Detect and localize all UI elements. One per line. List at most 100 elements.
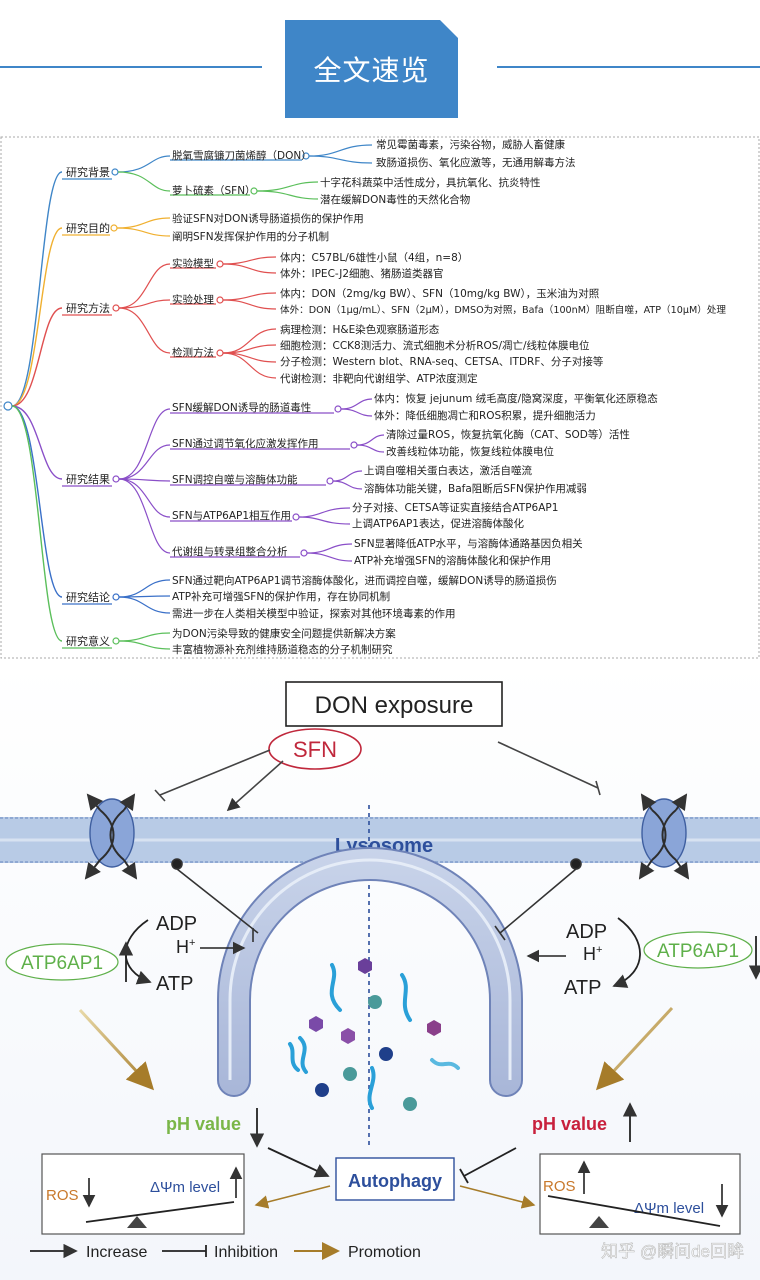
lysosome-shape bbox=[217, 847, 523, 1097]
significance-item-2: 丰富植物源补充剂维持肠道稳态的分子机制研究 bbox=[172, 643, 393, 656]
legend-inhibition: Inhibition bbox=[214, 1244, 278, 1261]
detection-item-4: 代谢检测：非靶向代谢组学、ATP浓度测定 bbox=[280, 372, 478, 385]
result-2-item-2: 改善线粒体功能，恢复线粒体膜电位 bbox=[386, 445, 554, 458]
result-3-item-1: 上调自噬相关蛋白表达，激活自噬流 bbox=[364, 464, 532, 477]
result-4-node: SFN与ATP6AP1相互作用 bbox=[172, 509, 291, 522]
sfn-item-2: 潜在缓解DON毒性的天然化合物 bbox=[320, 193, 470, 206]
atp6ap1-pins bbox=[171, 858, 582, 942]
left-h: H bbox=[176, 937, 189, 957]
result-4-item-2: 上调ATP6AP1表达，促进溶酶体酸化 bbox=[352, 517, 524, 530]
result-2-item-1: 清除过量ROS，恢复抗氧化酶（CAT、SOD等）活性 bbox=[386, 428, 630, 441]
result-2-node: SFN通过调节氧化应激发挥作用 bbox=[172, 437, 319, 450]
results-text: SFN缓解DON诱导的肠道毒性 体内：恢复 jejunum 绒毛高度/隐窝深度，… bbox=[172, 392, 658, 567]
left-balance-box bbox=[41, 1153, 245, 1235]
conclusion-item-2: ATP补充可增强SFN的保护作用，存在协同机制 bbox=[172, 590, 390, 603]
purpose-branch bbox=[62, 217, 171, 237]
header-divider-left bbox=[0, 66, 262, 68]
left-ros-label: ROS bbox=[46, 1187, 79, 1204]
right-ros-label: ROS bbox=[543, 1178, 576, 1195]
right-fulcrum-icon bbox=[589, 1216, 609, 1228]
right-inhibits-autophagy-bar bbox=[459, 1168, 469, 1184]
conclusion-item-3: 需进一步在人类相关模型中验证，探索对其他环境毒素的作用 bbox=[172, 607, 456, 620]
transporter-right-icon bbox=[638, 793, 690, 880]
result-4-item-1: 分子对接、CETSA等证实直接结合ATP6AP1 bbox=[352, 501, 558, 514]
right-atp: ATP bbox=[564, 977, 601, 999]
mindmap: 研究背景 研究目的 研究方法 研究结果 研究结论 研究意义 脱氧雪腐镰刀菌烯醇（… bbox=[0, 136, 760, 659]
result-1-item-1: 体内：恢复 jejunum 绒毛高度/隐窝深度，平衡氧化还原稳态 bbox=[374, 392, 658, 405]
right-h: H bbox=[583, 944, 596, 964]
treatment-item-2: 体外：DON（1μg/mL）、SFN（2μM），DMSO为对照，Bafa（100… bbox=[280, 304, 726, 316]
page-title: 全文速览 bbox=[313, 54, 430, 87]
methods-text: 实验模型 体内：C57BL/6雄性小鼠（4组，n=8） 体外：IPEC-J2细胞… bbox=[172, 251, 726, 385]
root-node bbox=[3, 401, 13, 411]
mindmap-border bbox=[0, 136, 760, 659]
category-background: 研究背景 bbox=[66, 165, 110, 179]
right-dpsi-label: ΔΨm level bbox=[634, 1200, 704, 1217]
autophagy-to-left-box bbox=[254, 1185, 331, 1209]
sfn-item-1: 十字花科蔬菜中活性成分，具抗氧化、抗炎特性 bbox=[320, 176, 541, 189]
background-text: 脱氧雪腐镰刀菌烯醇（DON） 常见霉菌毒素，污染谷物，威胁人畜健康 致肠道损伤、… bbox=[172, 138, 576, 206]
conclusion-branch bbox=[62, 579, 171, 614]
result-3-item-2: 溶酶体功能关键，Bafa阻断后SFN保护作用减弱 bbox=[364, 482, 587, 495]
category-methods: 研究方法 bbox=[66, 301, 110, 315]
don-exposure-box bbox=[285, 681, 503, 727]
mechanism-diagram: DON exposure SFN Lysosome bbox=[0, 660, 760, 1280]
left-atp: ATP bbox=[156, 973, 193, 995]
left-to-autophagy-arrow bbox=[267, 1147, 330, 1178]
right-atp6ap1-ellipse bbox=[643, 931, 753, 969]
don-item-2: 致肠道损伤、氧化应激等，无通用解毒方法 bbox=[376, 156, 576, 169]
header: 全文速览 bbox=[0, 20, 760, 118]
methods-branch bbox=[62, 256, 277, 379]
watermark: 知乎 @瞬间de回眸 bbox=[601, 1242, 744, 1261]
category-purpose: 研究目的 bbox=[66, 221, 110, 235]
left-atp6ap1-ellipse bbox=[5, 943, 119, 981]
results-branch bbox=[62, 398, 385, 562]
significance-item-1: 为DON污染导致的健康安全问题提供新解决方案 bbox=[172, 627, 396, 640]
right-inhibits-autophagy bbox=[463, 1147, 517, 1177]
left-atp6ap1-label: ATP6AP1 bbox=[21, 953, 103, 974]
conclusion-item-1: SFN通过靶向ATP6AP1调节溶酶体酸化，进而调控自噬，缓解DON诱导的肠道损… bbox=[172, 574, 557, 587]
right-promotion-arrow bbox=[595, 1006, 674, 1091]
result-1-item-2: 体外：降低细胞凋亡和ROS积累，提升细胞活力 bbox=[374, 409, 596, 422]
detection-item-2: 细胞检测：CCK8测活力、流式细胞术分析ROS/凋亡/线粒体膜电位 bbox=[280, 339, 590, 352]
banner-corner-notch bbox=[440, 20, 458, 38]
top-inhibition-lines bbox=[154, 741, 601, 812]
don-item-1: 常见霉菌毒素，污染谷物，威胁人畜健康 bbox=[376, 138, 565, 151]
model-item-1: 体内：C57BL/6雄性小鼠（4组，n=8） bbox=[280, 251, 468, 264]
page-title-banner: 全文速览 bbox=[285, 20, 458, 118]
root-branches bbox=[11, 171, 63, 642]
result-3-node: SFN调控自噬与溶酶体功能 bbox=[172, 473, 298, 486]
result-5-item-1: SFN显著降低ATP水平，与溶酶体通路基因负相关 bbox=[354, 537, 583, 550]
header-divider-right bbox=[497, 66, 760, 68]
right-cycle-arrow bbox=[612, 917, 641, 988]
left-dpsi-label: ΔΨm level bbox=[150, 1179, 220, 1196]
left-h-sup: + bbox=[189, 937, 195, 949]
sfn-ellipse bbox=[268, 728, 362, 770]
sfn-label: SFN bbox=[293, 737, 337, 762]
sfn-node: 萝卜硫素（SFN） bbox=[172, 184, 256, 197]
model-item-2: 体外：IPEC-J2细胞、猪肠道类器官 bbox=[280, 267, 444, 280]
autophagy-label: Autophagy bbox=[348, 1171, 442, 1191]
result-5-node: 代谢组与转录组整合分析 bbox=[172, 545, 288, 558]
right-balance-beam bbox=[547, 1195, 721, 1227]
right-ph-label: pH value bbox=[532, 1114, 607, 1134]
category-labels: 研究背景 研究目的 研究方法 研究结果 研究结论 研究意义 bbox=[66, 165, 110, 648]
autophagy-box bbox=[335, 1157, 455, 1201]
autophagy-to-right-box bbox=[459, 1185, 536, 1209]
left-promotion-arrow bbox=[78, 1008, 155, 1091]
legend-increase: Increase bbox=[86, 1244, 147, 1261]
transporter-left-icon bbox=[84, 793, 138, 880]
purpose-item-2: 阐明SFN发挥保护作用的分子机制 bbox=[172, 230, 329, 243]
lysosome-contents bbox=[288, 963, 460, 1110]
category-significance: 研究意义 bbox=[66, 634, 110, 648]
legend-promotion: Promotion bbox=[348, 1244, 421, 1261]
legend: Increase Inhibition Promotion bbox=[30, 1242, 421, 1261]
result-1-node: SFN缓解DON诱导的肠道毒性 bbox=[172, 401, 311, 414]
result-5-item-2: ATP补充增强SFN的溶酶体酸化和保护作用 bbox=[354, 554, 551, 567]
lysosome-particles bbox=[309, 958, 441, 1111]
don-node: 脱氧雪腐镰刀菌烯醇（DON） bbox=[172, 149, 312, 162]
model-node: 实验模型 bbox=[172, 257, 214, 270]
background-branch bbox=[62, 144, 373, 200]
significance-branch bbox=[62, 632, 171, 650]
category-conclusion: 研究结论 bbox=[66, 590, 110, 604]
